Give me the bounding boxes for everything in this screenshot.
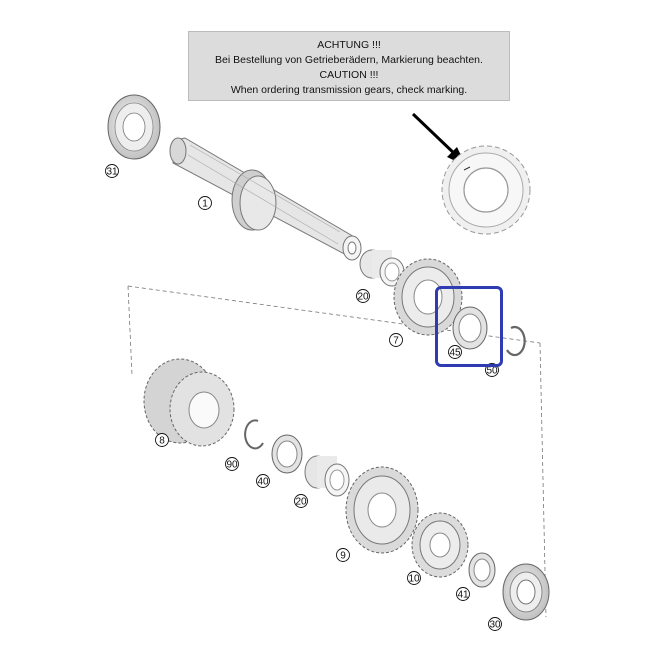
gear-8 <box>143 358 235 447</box>
callout-bubble-1 <box>198 196 212 210</box>
callout-bubble-31 <box>105 164 119 178</box>
warning-notice: ACHTUNG !!! Bei Bestellung von Getrieber… <box>188 31 510 101</box>
notice-line-1: ACHTUNG !!! <box>317 39 381 51</box>
callout-bubble-90 <box>225 457 239 471</box>
callout-40: 40 <box>257 477 269 488</box>
gear-9 <box>345 466 419 554</box>
callout-90: 90 <box>226 460 238 471</box>
callout-20-bottom: 20 <box>295 497 307 508</box>
callout-7: 7 <box>393 336 399 347</box>
bushing-bottom <box>304 455 350 497</box>
bearing-bottom <box>502 563 550 621</box>
notice-line-3: CAUTION !!! <box>319 69 379 81</box>
washer-45 <box>452 306 488 350</box>
reference-gear <box>441 145 531 235</box>
callout-1: 1 <box>202 199 208 210</box>
callout-bubble-9 <box>336 548 350 562</box>
main-shaft <box>169 137 362 261</box>
callout-9: 9 <box>340 551 346 562</box>
part-highlight-box <box>435 286 503 367</box>
callout-10: 10 <box>408 574 420 585</box>
callout-31: 31 <box>106 167 118 178</box>
callout-50: 50 <box>486 366 498 377</box>
callout-8: 8 <box>159 436 165 447</box>
circlip-90 <box>244 419 264 450</box>
washer-41 <box>468 552 496 588</box>
callout-bubble-10 <box>407 571 421 585</box>
callout-bubble-8 <box>155 433 169 447</box>
callout-45: 45 <box>449 348 461 359</box>
callout-20-top: 20 <box>357 292 369 303</box>
notice-line-4: When ordering transmission gears, check … <box>230 84 468 96</box>
callout-bubble-41 <box>456 587 470 601</box>
callout-bubble-30 <box>488 617 502 631</box>
gear-10 <box>411 512 469 578</box>
bearing-top <box>107 94 161 160</box>
callout-bubble-45 <box>448 345 462 359</box>
callout-bubble-7 <box>389 333 403 347</box>
callout-30: 30 <box>489 620 501 631</box>
washer-40 <box>271 434 303 474</box>
callout-bubble-40 <box>256 474 270 488</box>
circlip-top <box>506 325 526 357</box>
callout-bubble-20-bottom <box>294 494 308 508</box>
notice-line-2: Bei Bestellung von Getrieberädern, Marki… <box>215 54 483 66</box>
callout-bubble-20-top <box>356 289 370 303</box>
gear-7 <box>393 258 463 336</box>
callout-41: 41 <box>457 590 469 601</box>
